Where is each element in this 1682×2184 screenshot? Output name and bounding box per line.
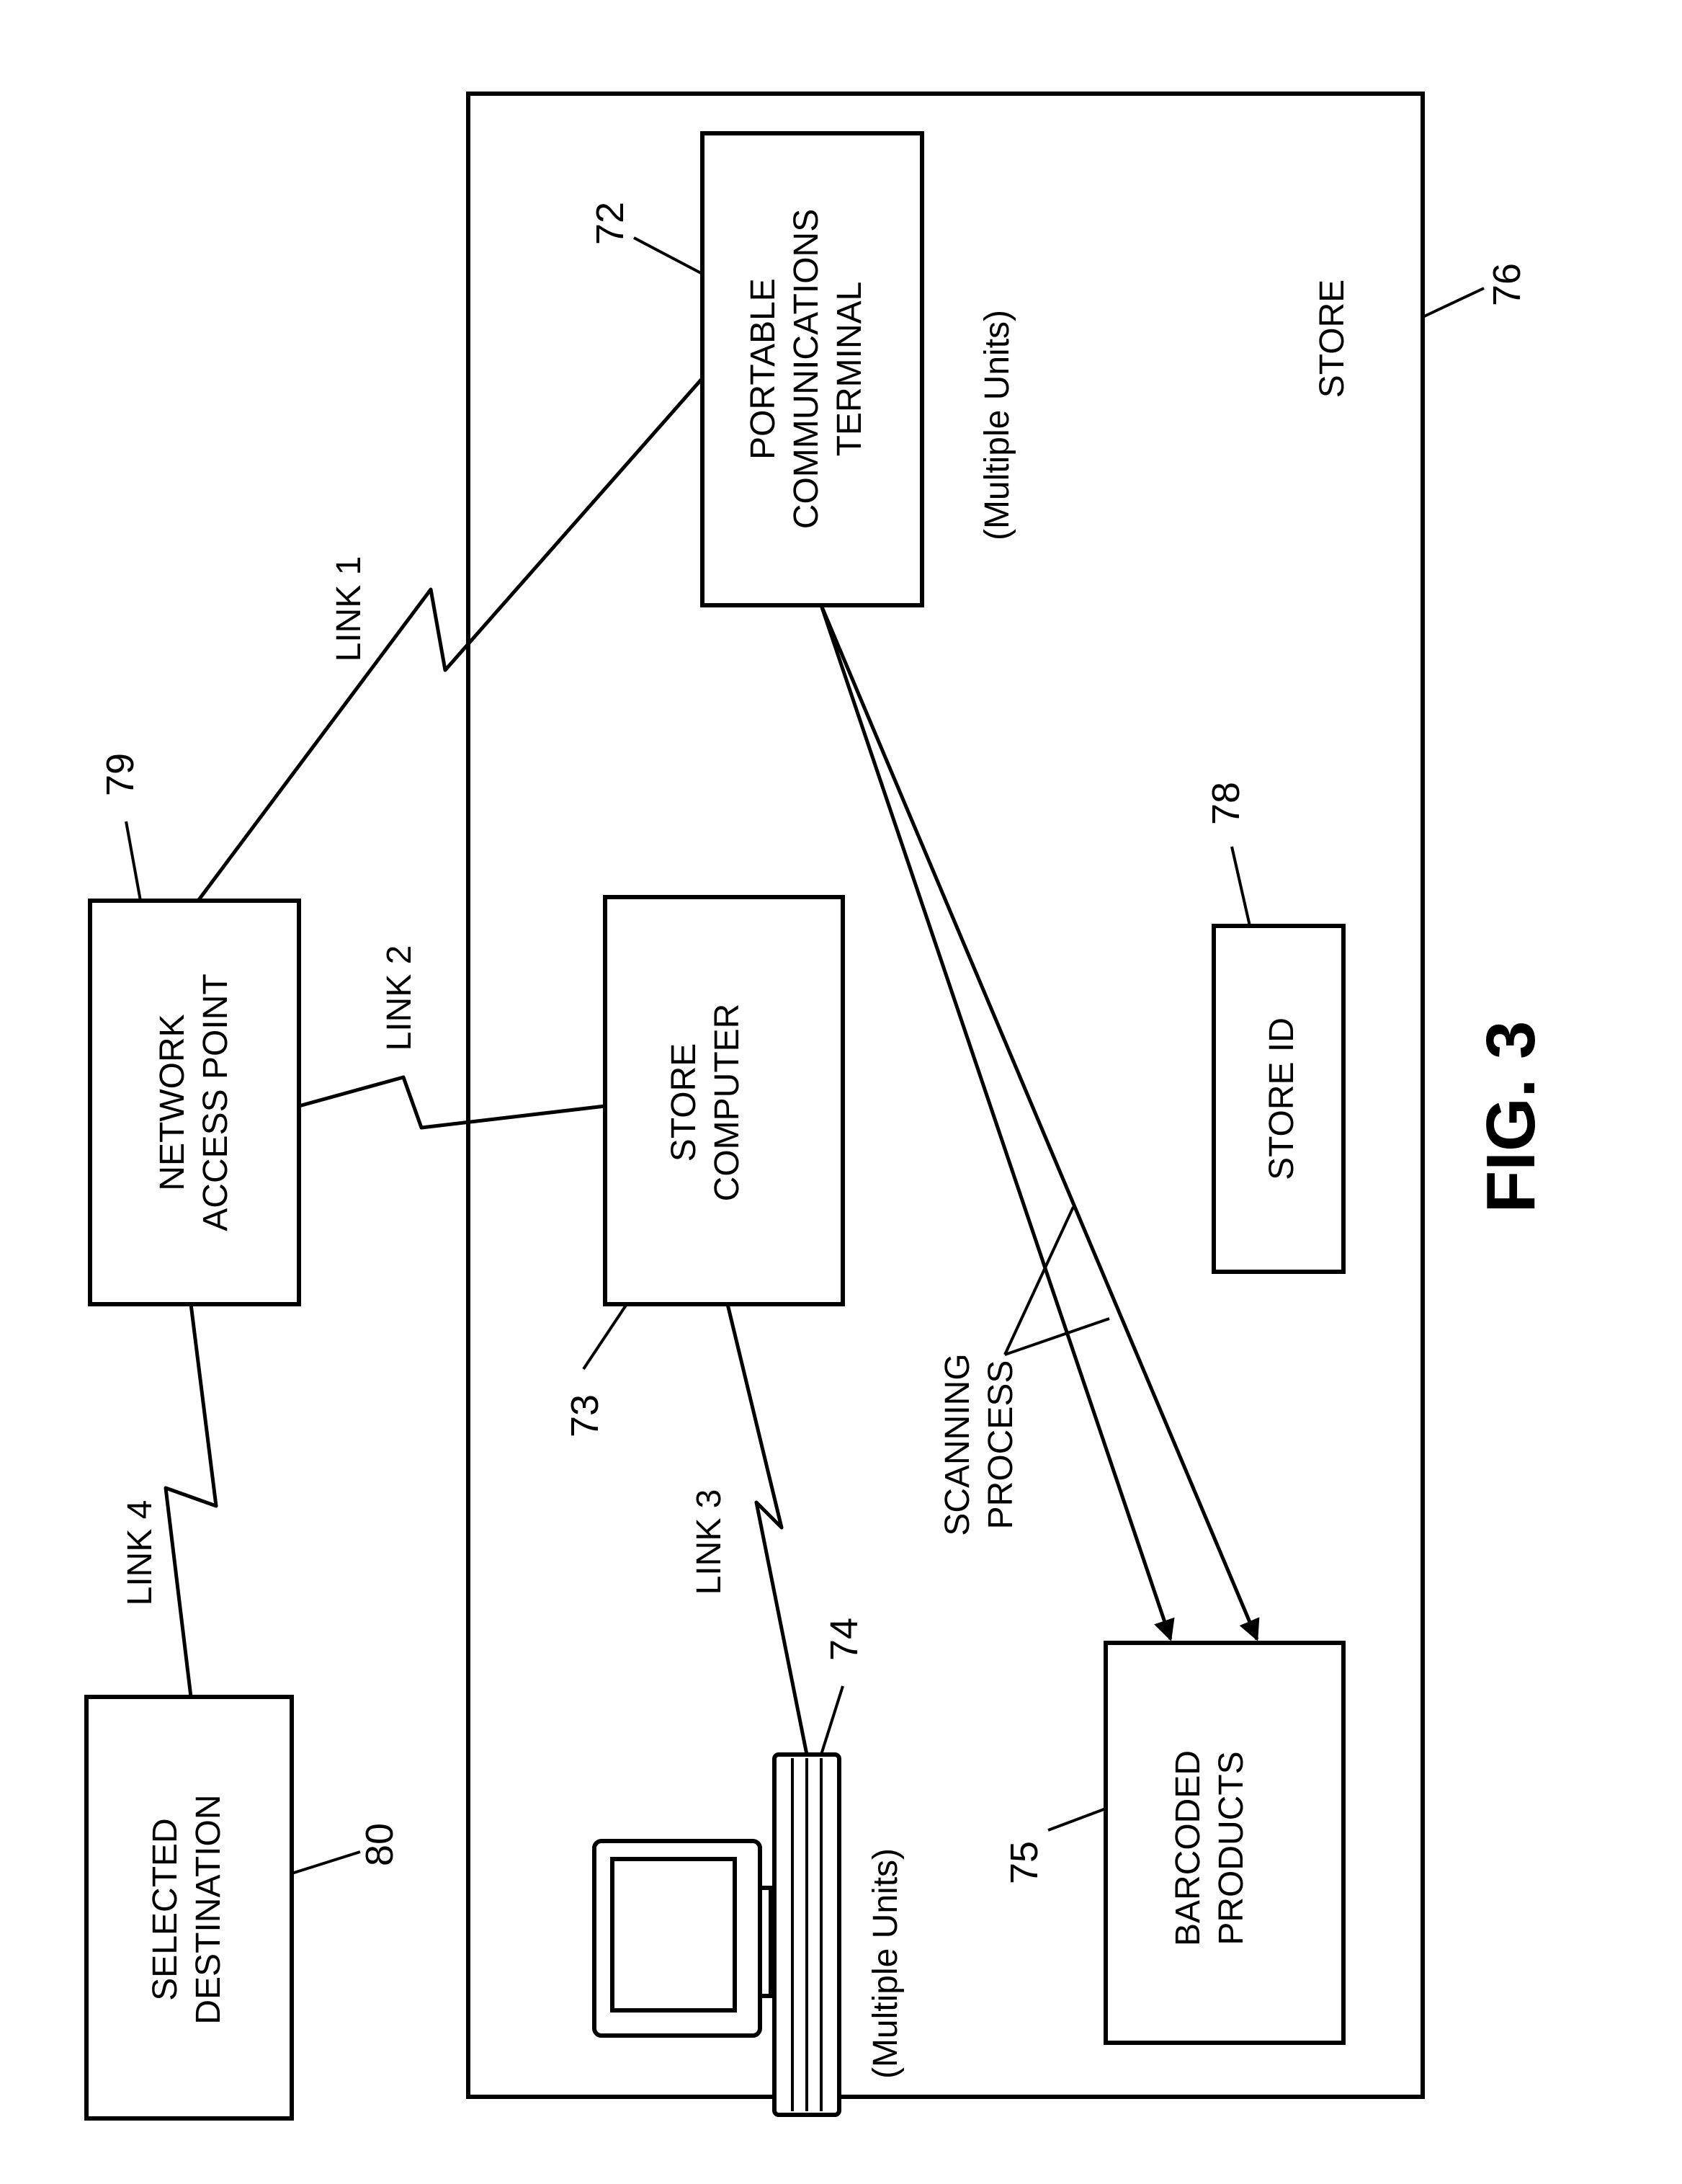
store-id-box [1212, 924, 1346, 1274]
barcoded-products-box [1104, 1641, 1346, 2045]
selected-destination-line2: DESTINATION [189, 1794, 228, 2024]
store-leader [1422, 287, 1485, 318]
link4-label: LINK 4 [121, 1500, 159, 1606]
store-id-leader [1230, 846, 1251, 927]
network-access-point-line2: ACCESS POINT [197, 973, 235, 1231]
store-computer-line2: COMPUTER [708, 1004, 746, 1202]
link3-line [725, 1303, 809, 1755]
portable-terminal-box [700, 131, 924, 607]
network-access-point-ref: 79 [99, 753, 142, 796]
portable-terminal-line3: TERMINAL [831, 282, 869, 457]
network-access-point-leader [125, 821, 142, 901]
store-id-ref: 78 [1204, 782, 1248, 825]
selected-destination-box [84, 1695, 294, 2121]
store-label: STORE [1313, 280, 1351, 398]
store-computer-box [603, 895, 845, 1306]
pos-terminal-icon [592, 1752, 841, 2117]
portable-terminal-line1: PORTABLE [744, 278, 782, 460]
portable-terminal-ref: 72 [589, 202, 632, 245]
link2-line [298, 1075, 606, 1130]
selected-destination-line1: SELECTED [146, 1818, 184, 2000]
network-access-point-line1: NETWORK [153, 1014, 192, 1190]
portable-terminal-line2: COMMUNICATIONS [787, 209, 826, 529]
link1-line [196, 377, 704, 902]
link1-label: LINK 1 [330, 556, 368, 662]
barcoded-products-line2: PRODUCTS [1212, 1751, 1251, 1945]
link2-label: LINK 2 [380, 945, 419, 1051]
store-id-label: STORE ID [1263, 1017, 1301, 1180]
scanning-leader-1 [1003, 1206, 1075, 1355]
store-computer-ref: 73 [563, 1394, 607, 1438]
scan-arrow-1 [819, 605, 1175, 1641]
scanning-process-line1: SCANNING [939, 1353, 977, 1536]
link3-label: LINK 3 [690, 1489, 728, 1595]
pos-terminal-ref: 74 [823, 1618, 866, 1661]
store-computer-leader [582, 1303, 628, 1370]
portable-terminal-note: (Multiple Units) [978, 310, 1016, 540]
portable-terminal-leader [633, 236, 703, 275]
barcoded-products-line1: BARCODED [1169, 1750, 1207, 1946]
link4-line [164, 1303, 218, 1698]
pos-terminal-note: (Multiple Units) [867, 1848, 905, 2079]
store-boundary [466, 92, 1425, 2099]
barcoded-products-leader [1047, 1807, 1106, 1832]
selected-destination-ref: 80 [358, 1823, 401, 1866]
figure-caption: FIG. 3 [1472, 1021, 1549, 1213]
scanning-process-line2: PROCESS [982, 1360, 1020, 1530]
barcoded-products-ref: 75 [1003, 1841, 1046, 1884]
scanning-leader-2 [1004, 1317, 1110, 1356]
store-ref: 76 [1485, 263, 1529, 306]
network-access-point-box [88, 899, 301, 1306]
selected-destination-leader [291, 1850, 361, 1875]
store-computer-line1: STORE [665, 1043, 703, 1162]
scan-arrow-2 [819, 605, 1260, 1641]
pos-terminal-leader [820, 1685, 844, 1755]
